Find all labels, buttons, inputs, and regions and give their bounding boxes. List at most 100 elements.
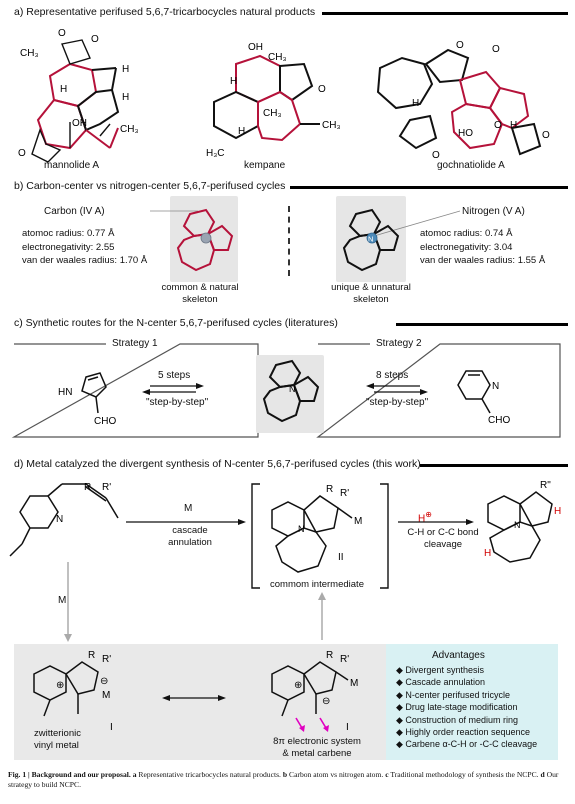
atom-label: R" [540, 480, 551, 491]
nitrogen-skeleton: N [336, 196, 461, 282]
strategy1-title: Strategy 1 [112, 338, 158, 349]
advantage-item: ◆ Drug late-stage modification [396, 702, 518, 713]
atom-label: OH [72, 118, 87, 129]
advantage-item: ◆ Divergent synthesis [396, 665, 484, 675]
strategies-figure: HN CHO N N CHO [11, 343, 561, 438]
section-d-rule [420, 464, 568, 467]
cleavage-line2: cleavage [423, 539, 463, 550]
hplus-charge: ⊕ [425, 510, 432, 519]
atom-label: II [338, 552, 344, 563]
advantage-item: ◆ Carbene α-C-H or -C-C cleavage [396, 739, 538, 750]
carbon-caption-line1: common & natural [161, 282, 239, 293]
advantage-item: ◆ Cascade annulation [396, 677, 485, 688]
atom-label: H [554, 506, 561, 517]
metal-label: M [184, 503, 193, 514]
pyrrole-structure [81, 372, 107, 414]
nitrogen-title: Nitrogen (V A) [462, 206, 525, 217]
down-metal-label: M [58, 595, 67, 606]
atom-label: CHO [488, 415, 510, 426]
atom-label: R [326, 484, 333, 495]
gochnatiolide-structure [376, 48, 542, 156]
carbon-radius: atomoc radius: 0.77 Å [22, 228, 115, 239]
atom-label: R' [340, 488, 349, 499]
atom-label: O [318, 84, 326, 95]
section-b-rule [290, 186, 568, 189]
carbon-title: Carbon (IV A) [44, 206, 105, 217]
kempane-label: kempane [244, 160, 286, 171]
atom-label: CH₃ [120, 124, 139, 135]
advantages-panel: Advantages ◆ Divergent synthesis ◆ Casca… [396, 650, 537, 751]
carbon-vdw-radius: van der waales radius: 1.70 Å [22, 255, 148, 266]
atom-label: H [238, 126, 245, 137]
cleavage-label: C-H or C-C bond cleavage [398, 527, 488, 551]
central-tricycle [262, 359, 320, 423]
caption-d-label: d [540, 770, 545, 779]
strategy1-steps: 5 steps [158, 370, 191, 381]
atom-label: H [122, 92, 129, 103]
atom-label: H₃C [206, 148, 225, 159]
atom-label: O [494, 120, 502, 131]
atom-label: O [492, 44, 500, 55]
atom-label: N [368, 235, 373, 244]
atom-label: H [60, 84, 67, 95]
section-c-rule [396, 323, 568, 326]
atom-label: N [56, 514, 63, 525]
section-a-rule [322, 12, 568, 15]
starting-material [9, 483, 119, 557]
atom-label: I [346, 722, 349, 733]
kempane-structure [213, 54, 320, 142]
atom-label: O [432, 150, 440, 161]
atom-label: HO [458, 128, 473, 139]
advantage-text: Construction of medium ring [405, 714, 518, 725]
advantage-text: Drug late-stage modification [405, 702, 518, 713]
carbon-electronegativity: electronegativity: 2.55 [22, 241, 115, 253]
atom-label: M [102, 690, 110, 701]
caption-c-label: c [385, 770, 389, 779]
atom-label: H [230, 76, 237, 87]
atom-label: M [354, 516, 362, 527]
pi-line2: & metal carbene [282, 748, 352, 759]
atom-label: N [298, 524, 305, 534]
zwitterion-line2: vinyl metal [34, 740, 79, 751]
advantage-text: Divergent synthesis [405, 665, 484, 675]
atom-label: R' [102, 482, 111, 493]
atom-label: M [350, 678, 358, 689]
nitrogen-properties: atomoc radius: 0.74 Å electronegativity:… [420, 227, 545, 268]
atom-label: N [289, 384, 296, 394]
atom-label: O [456, 40, 464, 51]
advantage-text: Carbene α-C-H or -C-C cleavage [405, 739, 538, 750]
hplus-label: H⊕ [418, 510, 432, 524]
atom-label: H [122, 64, 129, 75]
final-product [487, 491, 553, 563]
nitrogen-caption-line2: skeleton [353, 294, 389, 305]
cleavage-line1: C-H or C-C bond [407, 527, 479, 538]
section-b-title: b) Carbon-center vs nitrogen-center 5,6,… [14, 180, 286, 192]
nitrogen-vdw-radius: van der waales radius: 1.55 Å [420, 255, 546, 266]
atom-label: ⊕ [294, 680, 302, 691]
gochnatiolide-label: gochnatiolide A [437, 160, 505, 171]
mannolide-structure [31, 39, 120, 163]
section-c-title: c) Synthetic routes for the N-center 5,6… [14, 317, 338, 329]
advantage-item: ◆ N-center perifused tricycle [396, 689, 510, 700]
atom-label: OH [248, 42, 263, 53]
caption-c-text: Traditional methodology of synthesis the… [390, 770, 539, 779]
strategy2-title: Strategy 2 [376, 338, 422, 349]
nitrogen-caption: unique & unnatural skeleton [316, 282, 426, 306]
caption-b-label: b [282, 770, 288, 779]
atom-label: O [18, 148, 26, 159]
carbon-caption: common & natural skeleton [130, 282, 270, 306]
carbon-skeleton [150, 196, 238, 282]
caption-b-text: Carbon atom vs nitrogen atom. [289, 770, 384, 779]
atom-label: N [514, 520, 521, 530]
atom-label: CH₃ [268, 52, 287, 63]
advantage-text: Cascade annulation [405, 677, 485, 688]
atom-label: R [88, 650, 95, 661]
section-a-title: a) Representative perifused 5,6,7-tricar… [14, 6, 316, 18]
atom-label: ⊖ [322, 696, 330, 707]
nitrogen-caption-line1: unique & unnatural [331, 282, 411, 293]
atom-label: CH₃ [20, 48, 39, 59]
caption-label: Fig. 1 | Background and our proposal. [8, 770, 131, 779]
cascade-word: cascade [172, 525, 208, 536]
figure-caption: Fig. 1 | Background and our proposal. a … [8, 770, 568, 790]
caption-d-text: Our strategy to build NCPC. [8, 770, 559, 789]
